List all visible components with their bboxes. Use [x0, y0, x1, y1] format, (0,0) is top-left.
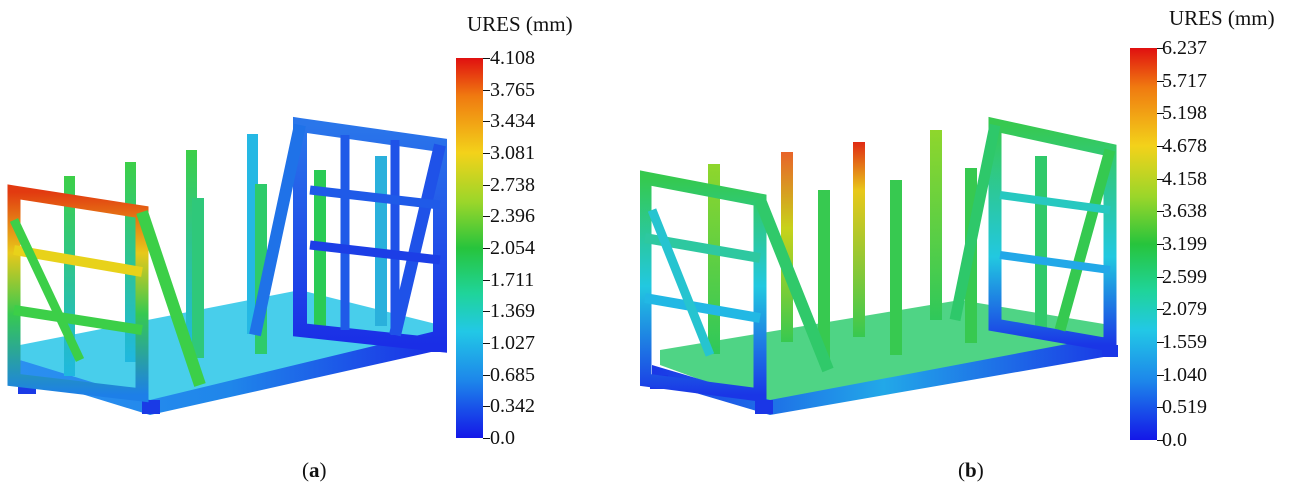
- panel-a: URES (mm) 4.108 3.765 3.434 3.081 2.738 2.396…: [0, 0, 640, 486]
- colorbar-tick-label: 4.108: [490, 47, 535, 69]
- colorbar-tick: [483, 375, 490, 376]
- colorbar-tick: [1157, 244, 1164, 245]
- colorbar: [456, 58, 483, 438]
- colorbar-tick-label: 4.678: [1162, 135, 1207, 157]
- left-end-frame: [7, 184, 206, 403]
- caption-open: (: [302, 458, 309, 482]
- base-platform: [20, 290, 440, 405]
- colorbar-tick-label: 0.0: [1162, 429, 1187, 451]
- colorbar-tick: [1157, 146, 1164, 147]
- colorbar-tick-label: 0.0: [490, 427, 515, 449]
- colorbar-tick-label: 3.434: [490, 110, 535, 132]
- colorbar-tick: [483, 438, 490, 439]
- colorbar-tick: [1157, 309, 1164, 310]
- colorbar-tick-label: 0.519: [1162, 396, 1207, 418]
- post: [781, 152, 793, 342]
- colorbar-tick: [1157, 375, 1164, 376]
- post: [890, 180, 902, 355]
- colorbar-tick: [1157, 407, 1164, 408]
- colorbar-tick-label: 2.079: [1162, 298, 1207, 320]
- frame-displacement-model-b: [640, 116, 1118, 415]
- post: [314, 170, 326, 335]
- colorbar-tick-label: 2.054: [490, 237, 535, 259]
- colorbar-tick: [483, 280, 490, 281]
- colorbar-tick: [483, 90, 490, 91]
- colorbar-tick-label: 3.638: [1162, 200, 1207, 222]
- post: [930, 130, 942, 320]
- colorbar-tick-label: 1.040: [1162, 364, 1207, 386]
- colorbar-tick: [1157, 48, 1164, 49]
- colorbar-tick-label: 0.685: [490, 364, 535, 386]
- right-end-frame: [249, 116, 447, 353]
- colorbar-tick-label: 1.559: [1162, 331, 1207, 353]
- post: [64, 176, 75, 376]
- post: [186, 150, 197, 350]
- colorbar-tick-label: 6.237: [1162, 37, 1207, 59]
- post: [247, 134, 258, 334]
- colorbar-tick: [483, 216, 490, 217]
- colorbar-tick-label: 3.199: [1162, 233, 1207, 255]
- colorbar-tick: [483, 248, 490, 249]
- colorbar-tick-label: 4.158: [1162, 168, 1207, 190]
- caption-open: (: [958, 458, 965, 482]
- colorbar-tick: [483, 153, 490, 154]
- colorbar-tick: [483, 185, 490, 186]
- colorbar-tick-label: 0.342: [490, 395, 535, 417]
- colorbar-tick: [483, 406, 490, 407]
- colorbar-tick: [483, 121, 490, 122]
- colorbar-tick: [1157, 440, 1164, 441]
- colorbar-tick-label: 1.369: [490, 300, 535, 322]
- caption-letter: b: [965, 458, 977, 482]
- caption-a: (a): [302, 458, 327, 483]
- left-end-frame: [640, 170, 834, 403]
- post: [818, 190, 830, 360]
- colorbar-tick-label: 2.599: [1162, 266, 1207, 288]
- colorbar-tick: [483, 311, 490, 312]
- colorbar-tick: [1157, 277, 1164, 278]
- caption-b: (b): [958, 458, 984, 483]
- frame-displacement-model-a: [7, 116, 447, 415]
- colorbar-tick: [1157, 211, 1164, 212]
- colorbar: [1130, 48, 1157, 440]
- colorbar-tick-label: 5.198: [1162, 102, 1207, 124]
- legend-title: URES (mm): [467, 12, 573, 36]
- colorbar-tick-label: 3.765: [490, 79, 535, 101]
- colorbar-tick: [483, 343, 490, 344]
- panel-b: URES (mm) 6.237 5.717 5.198 4.678 4.158 3.638…: [640, 0, 1315, 486]
- colorbar-tick-label: 5.717: [1162, 70, 1207, 92]
- post: [853, 142, 865, 337]
- foot-front: [142, 400, 160, 414]
- caption-close: ): [319, 458, 327, 482]
- colorbar-tick-label: 2.738: [490, 174, 535, 196]
- colorbar-tick: [1157, 81, 1164, 82]
- caption-letter: a: [309, 458, 320, 482]
- legend-title: URES (mm): [1169, 6, 1275, 30]
- colorbar-tick: [1157, 342, 1164, 343]
- post: [375, 156, 387, 326]
- post: [125, 162, 136, 362]
- colorbar-tick-label: 1.711: [490, 269, 535, 291]
- right-end-frame: [949, 116, 1117, 353]
- colorbar-tick-label: 1.027: [490, 332, 535, 354]
- foot-front: [755, 400, 773, 414]
- colorbar-tick-label: 3.081: [490, 142, 535, 164]
- colorbar-tick: [1157, 113, 1164, 114]
- colorbar-tick: [483, 58, 490, 59]
- colorbar-tick: [1157, 179, 1164, 180]
- colorbar-tick-label: 2.396: [490, 205, 535, 227]
- post: [192, 198, 204, 358]
- caption-close: ): [976, 458, 984, 482]
